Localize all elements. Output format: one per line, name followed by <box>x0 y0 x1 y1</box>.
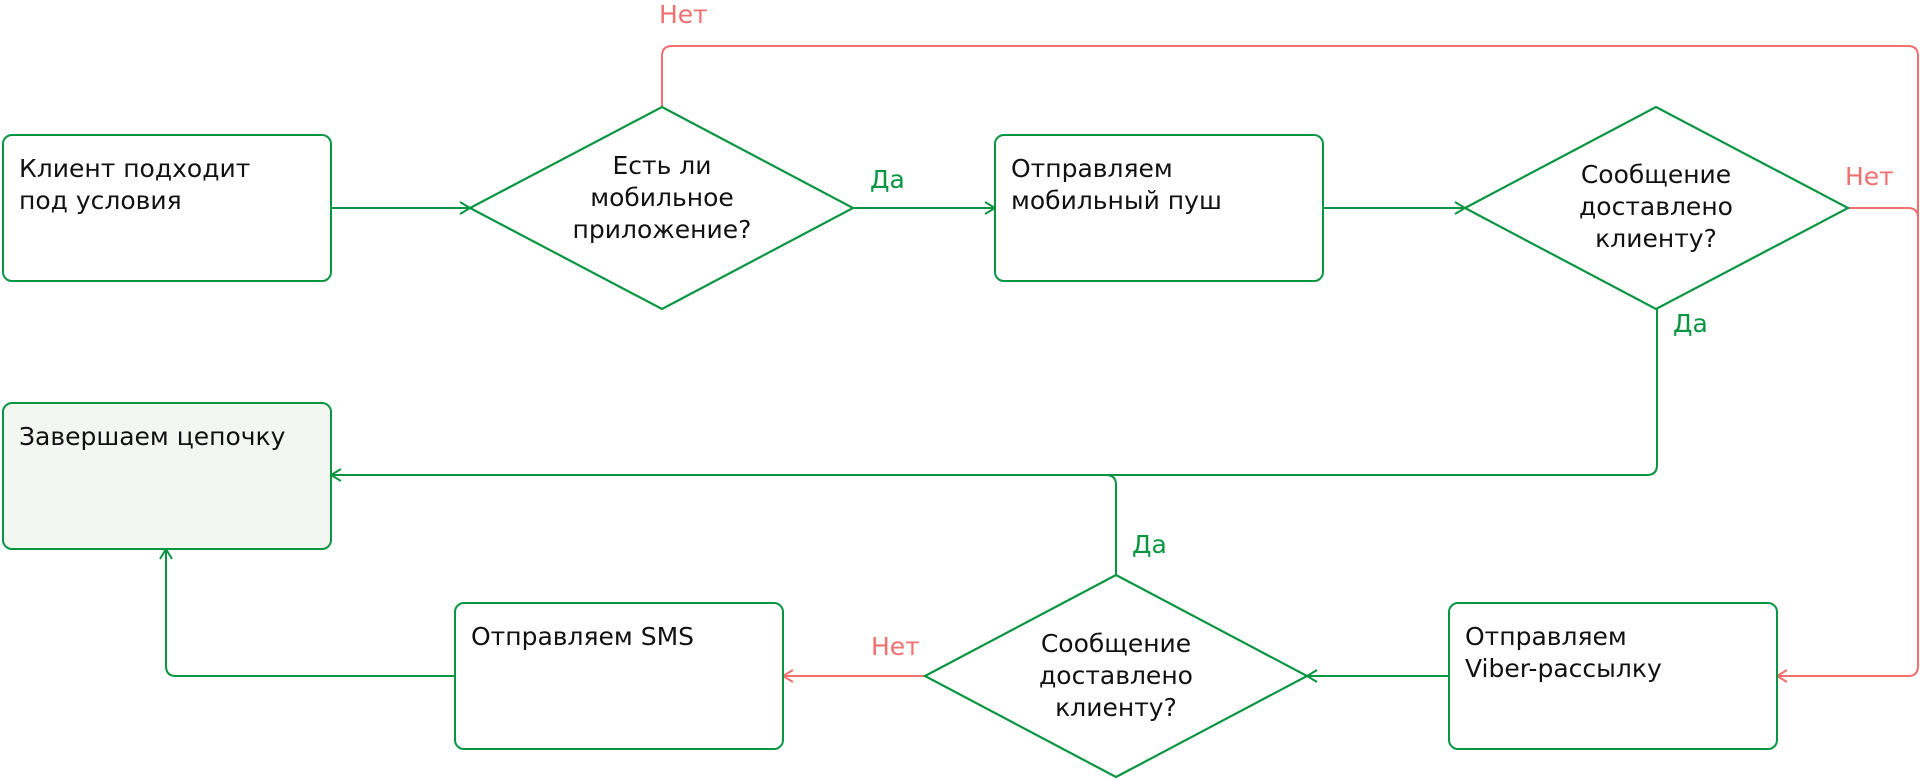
edge-sms-to-end <box>159 547 455 677</box>
node-start-line-2: под условия <box>19 186 182 215</box>
node-viber-delivered-line-3: клиенту? <box>1055 693 1177 722</box>
node-viber-delivered-line-2: доставлено <box>1039 661 1193 690</box>
node-push-delivered-line-3: клиенту? <box>1595 224 1717 253</box>
label-viber-delivered-no: Нет <box>871 632 920 661</box>
node-viber-line-2: Viber-рассылку <box>1465 654 1662 683</box>
node-has-app-line-3: приложение? <box>573 215 752 244</box>
edge-viber-delivered-yes <box>1105 474 1117 575</box>
node-viber-delivered-line-1: Сообщение <box>1041 629 1191 658</box>
node-end[interactable]: Завершаем цепочку <box>2 402 332 550</box>
node-sms-line-1: Отправляем SMS <box>471 622 694 651</box>
label-has-app-yes: Да <box>870 165 905 194</box>
node-end-line-1: Завершаем цепочку <box>19 422 286 451</box>
node-push-line-2: мобильный пуш <box>1011 186 1222 215</box>
label-push-delivered-no: Нет <box>1845 162 1894 191</box>
node-push[interactable]: Отправляем мобильный пуш <box>994 134 1324 282</box>
node-push-line-1: Отправляем <box>1011 154 1173 183</box>
node-push-delivered[interactable]: Сообщение доставлено клиенту? <box>1462 105 1851 311</box>
node-has-app-line-2: мобильное <box>590 183 734 212</box>
node-viber-delivered[interactable]: Сообщение доставлено клиенту? <box>922 573 1310 779</box>
edge-has-app-no <box>661 45 1919 683</box>
label-has-app-no: Нет <box>659 0 708 29</box>
node-viber[interactable]: Отправляем Viber-рассылку <box>1448 602 1778 750</box>
node-viber-line-1: Отправляем <box>1465 622 1627 651</box>
node-has-app-line-1: Есть ли <box>612 151 711 180</box>
node-start[interactable]: Клиент подходит под условия <box>2 134 332 282</box>
node-start-line-1: Клиент подходит <box>19 154 250 183</box>
node-push-delivered-line-2: доставлено <box>1579 192 1733 221</box>
label-viber-delivered-yes: Да <box>1132 530 1167 559</box>
edge-push-delivered-yes <box>329 309 1658 482</box>
node-has-app[interactable]: Есть ли мобильное приложение? <box>467 105 856 311</box>
node-push-delivered-line-1: Сообщение <box>1581 160 1731 189</box>
node-sms[interactable]: Отправляем SMS <box>454 602 784 750</box>
label-push-delivered-yes: Да <box>1673 309 1708 338</box>
edge-push-delivered-no <box>1848 207 1919 219</box>
